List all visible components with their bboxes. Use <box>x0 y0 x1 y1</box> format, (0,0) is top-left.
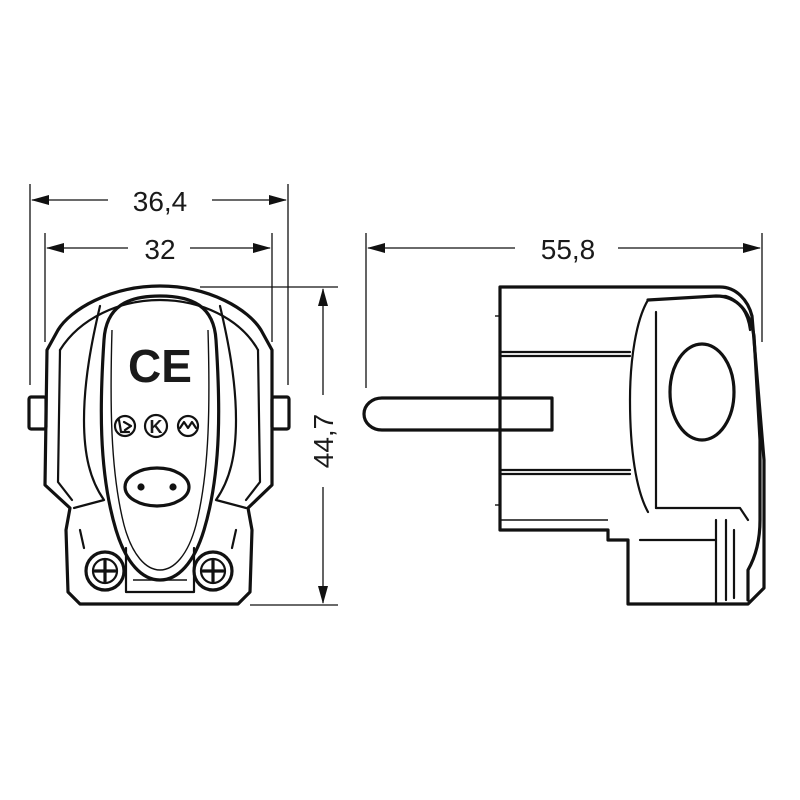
dimension-label-inner-width: 32 <box>144 234 175 265</box>
plug-front-body <box>498 285 766 606</box>
arrow-head <box>318 586 328 604</box>
earth-contact-left <box>27 395 48 431</box>
dimension-label-depth: 55,8 <box>541 234 596 265</box>
finger-grip-oval <box>668 342 736 442</box>
pin-hole-recess <box>123 466 191 508</box>
center-grip <box>99 294 221 582</box>
approval-mark-1 <box>113 414 137 438</box>
approval-mark-k: K <box>143 413 169 439</box>
grip-housing <box>646 294 762 602</box>
screw-left <box>84 550 126 592</box>
arrow-head <box>269 195 287 205</box>
arrow-head <box>743 243 761 253</box>
housing-side-right-edge <box>244 348 262 502</box>
contact-pin <box>362 396 502 432</box>
housing-side-right <box>214 304 248 510</box>
approval-mark-3 <box>176 414 200 438</box>
dimension-height: 44,7 <box>200 286 339 606</box>
ce-mark: CE <box>128 340 192 392</box>
housing-top-rim <box>58 298 260 352</box>
dimension-label-height: 44,7 <box>308 414 339 469</box>
arrow-head <box>367 243 385 253</box>
grip-lower-edge <box>654 506 750 522</box>
screw-recess-edges <box>78 528 238 550</box>
arrow-head <box>318 288 328 306</box>
earth-contact-right <box>270 395 291 431</box>
plug-front-view: CE K <box>27 284 291 606</box>
housing-outline <box>43 284 274 606</box>
dimension-depth: 55,8 <box>365 233 763 388</box>
dimension-inner-width: 32 <box>44 233 273 342</box>
grip-top-rim <box>714 294 752 332</box>
svg-text:K: K <box>150 417 163 437</box>
grip-housing-front-edge <box>628 298 650 514</box>
arrow-head <box>31 195 49 205</box>
cable-exit-side <box>714 518 736 606</box>
dimension-overall-width: 36,4 <box>29 184 289 385</box>
housing-side-left-edge <box>56 348 74 502</box>
arrow-head <box>253 243 271 253</box>
housing-side-left <box>72 304 106 510</box>
screw-right <box>192 550 234 592</box>
plug-side-view <box>362 285 766 606</box>
arrow-head <box>46 243 64 253</box>
contact-pin-shaft <box>498 396 554 432</box>
dimension-label-overall-width: 36,4 <box>133 186 188 217</box>
center-grip-inner <box>110 329 210 571</box>
